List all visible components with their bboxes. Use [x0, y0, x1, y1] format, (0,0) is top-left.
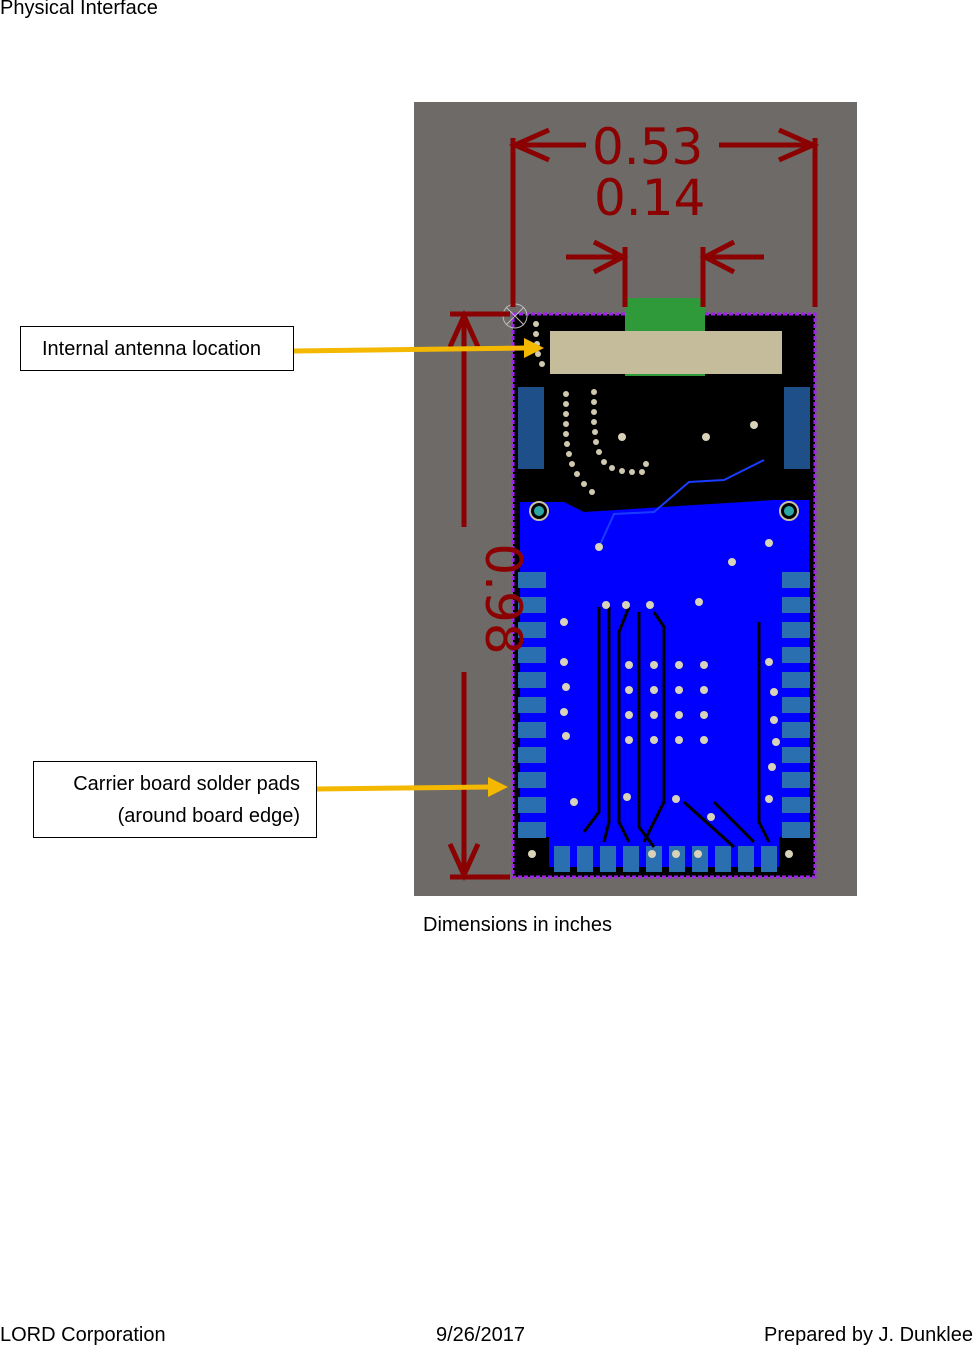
antenna-callout-text: Internal antenna location [42, 338, 262, 360]
dimension-width-label: 0.53 [592, 118, 703, 176]
antenna-callout: Internal antenna location [20, 326, 294, 371]
antenna-arrow [293, 345, 527, 354]
pads-arrow [315, 784, 491, 792]
callout-arrows [293, 338, 544, 797]
edge-pads-bottom [554, 846, 777, 872]
footer-author: Prepared by J. Dunklee [763, 1324, 973, 1346]
pads-callout-line2: (around board edge) [117, 805, 300, 827]
dimension-connector-label: 0.14 [594, 169, 705, 227]
traces [582, 606, 771, 849]
page-section-title: Physical Interface [0, 0, 158, 19]
pads-callout: Carrier board solder pads (around board … [33, 761, 317, 838]
via-stitching [533, 321, 649, 495]
pcb-layout-figure: 0.53 0.14 0.98 [414, 102, 857, 896]
via-grid [528, 421, 793, 858]
pads-callout-line1: Carrier board solder pads [73, 773, 300, 795]
internal-antenna [550, 331, 782, 374]
dimension-height-label: 0.98 [474, 543, 532, 654]
footer-company: LORD Corporation [0, 1324, 166, 1346]
footer-date: 9/26/2017 [436, 1324, 525, 1346]
figure-caption: Dimensions in inches [423, 914, 612, 936]
circuit-board [502, 298, 817, 879]
edge-pads-left [518, 572, 546, 838]
edge-pads-right [782, 572, 810, 838]
